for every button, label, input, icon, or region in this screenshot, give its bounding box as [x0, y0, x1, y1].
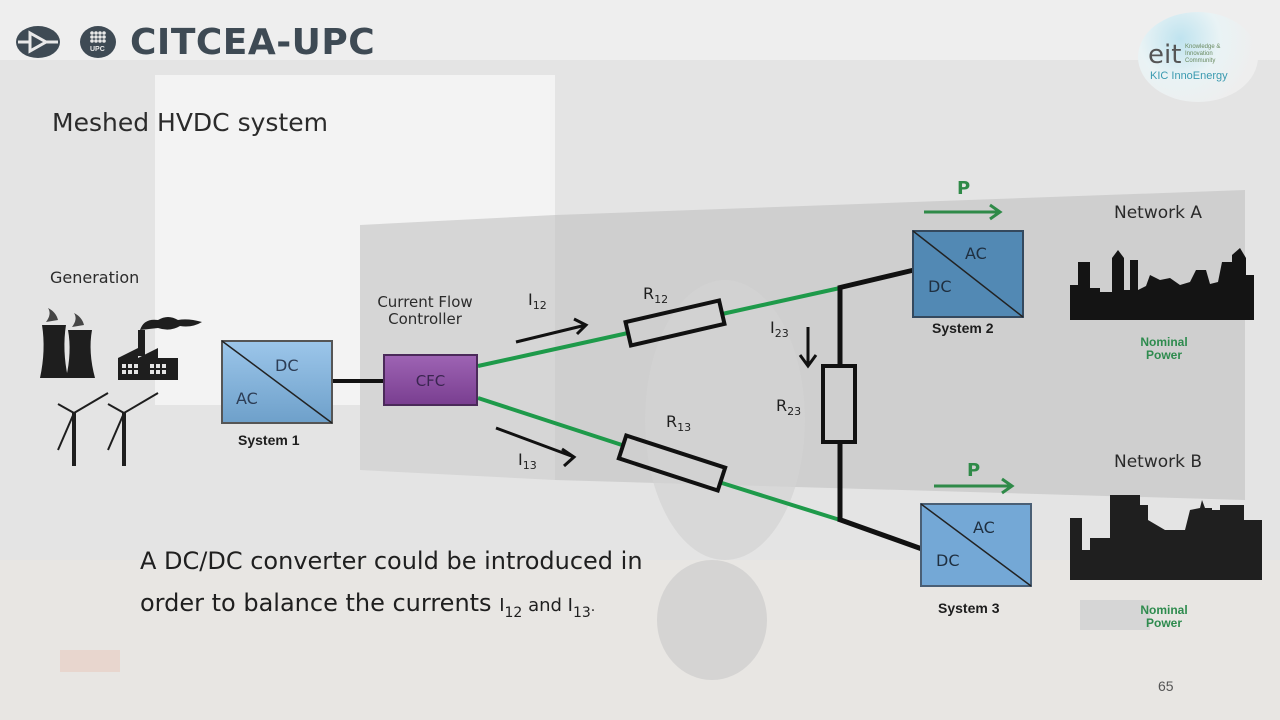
- network-b-nominal-power: Nominal Power: [1124, 604, 1204, 630]
- current-i23-label: I23: [770, 318, 789, 340]
- resistor-r12: [623, 298, 727, 348]
- upc-badge-text: UPC: [90, 46, 105, 53]
- power-label-a: P: [957, 178, 971, 199]
- arrow-i13: [495, 426, 577, 468]
- current-subscript: 13: [522, 459, 537, 473]
- current-i12-label: I12: [528, 290, 547, 312]
- upc-logo-icon: [80, 26, 116, 58]
- line-r13-bus3: [721, 481, 841, 522]
- current-subscript: 23: [774, 327, 789, 341]
- partner-logo: [1138, 12, 1258, 102]
- resistor-subscript: 13: [677, 421, 692, 435]
- current-subscript: 12: [532, 299, 547, 313]
- line-r12-bus2: [721, 286, 841, 316]
- system3-bottom-label: DC: [936, 551, 960, 570]
- current-subscript: 13: [572, 604, 591, 621]
- generation-label: Generation: [50, 268, 140, 287]
- current-i13-label: I13: [518, 450, 537, 472]
- network-a-label: Network A: [1114, 203, 1203, 223]
- system2-name: System 2: [932, 320, 994, 336]
- arrow-power-b: [934, 477, 1015, 495]
- slide-title: Meshed HVDC system: [52, 108, 328, 137]
- system2-converter-box[interactable]: [912, 230, 1024, 318]
- current-symbol: I: [770, 318, 775, 337]
- body-line-2-text: order to balance the currents: [140, 589, 500, 617]
- network-a-skyline-icon: [1070, 248, 1254, 320]
- resistor-r13: [616, 432, 728, 494]
- citcea-play-icon: [16, 26, 60, 58]
- network-a-nominal-power: Nominal Power: [1124, 336, 1204, 362]
- nominal-line1: Nominal: [1140, 603, 1188, 617]
- system1-converter-box[interactable]: [221, 340, 333, 424]
- resistor-r23: [821, 364, 857, 444]
- current-symbol: I: [567, 595, 573, 616]
- resistor-r23-label: R23: [776, 396, 801, 418]
- system2-top-label: AC: [965, 244, 987, 263]
- body-line-2-and: and: [522, 595, 568, 616]
- system3-name: System 3: [938, 600, 1000, 616]
- line-cfc-r13: [477, 396, 623, 447]
- presenter-silhouette: [645, 280, 805, 560]
- bus3-system3-line: [837, 516, 923, 552]
- nominal-line2: Power: [1145, 348, 1182, 362]
- cfc-caption-line1: Current Flow: [377, 293, 473, 311]
- current-symbol: I: [528, 290, 533, 309]
- arrow-i12: [515, 317, 589, 344]
- cfc-caption-line2: Controller: [388, 310, 462, 328]
- system3-converter-box[interactable]: [920, 503, 1032, 587]
- system1-bottom-label: AC: [236, 389, 258, 408]
- body-line-1: A DC/DC converter could be introduced in: [140, 547, 643, 575]
- network-b-label: Network B: [1114, 452, 1203, 472]
- cfc-caption: Current Flow Controller: [362, 294, 488, 328]
- system2-bottom-label: DC: [928, 277, 952, 296]
- eit-brand: eit: [1148, 40, 1182, 70]
- factory-icon: [118, 317, 202, 380]
- system3-top-label: AC: [973, 518, 995, 537]
- nominal-line1: Nominal: [1140, 335, 1188, 349]
- org-name: CITCEA-UPC: [130, 22, 376, 63]
- body-line-2-period: .: [590, 599, 596, 615]
- system1-top-label: DC: [275, 356, 299, 375]
- resistor-r12-label: R12: [643, 284, 668, 306]
- arrow-i23: [798, 327, 818, 369]
- cfc-box-label: CFC: [415, 372, 446, 390]
- resistor-symbol: R: [666, 412, 678, 431]
- nominal-line2: Power: [1145, 616, 1182, 630]
- wind-turbines-icon: [57, 392, 159, 466]
- current-symbol: I: [499, 595, 505, 616]
- resistor-subscript: 23: [787, 405, 802, 419]
- system1-name: System 1: [238, 432, 300, 448]
- cfc-box[interactable]: [383, 354, 478, 406]
- power-label-b: P: [967, 460, 981, 481]
- arrow-power-a: [924, 203, 1003, 221]
- page-number: 65: [1158, 678, 1174, 694]
- kic-innoenergy-label: KIC InnoEnergy: [1150, 70, 1228, 82]
- resistor-r13-label: R13: [666, 412, 691, 434]
- eit-tagline-line: Innovation: [1185, 51, 1213, 57]
- header-logos: [16, 26, 116, 58]
- line-cfc-r12: [477, 331, 629, 368]
- slide-body-text: A DC/DC converter could be introduced in…: [140, 540, 643, 634]
- resistor-subscript: 12: [654, 293, 669, 307]
- network-b-skyline-icon: [1070, 495, 1262, 580]
- bus2-system2-line: [837, 267, 915, 291]
- current-subscript: 12: [504, 604, 523, 621]
- current-symbol: I: [518, 450, 523, 469]
- eit-tagline-line: Knowledge &: [1185, 44, 1221, 50]
- resistor-symbol: R: [643, 284, 655, 303]
- body-line-2: order to balance the currents I12 and I1…: [140, 582, 643, 634]
- eit-tagline: Knowledge & Innovation Community: [1185, 44, 1220, 65]
- eit-tagline-line: Community: [1185, 58, 1216, 64]
- cooling-towers-icon: [40, 308, 95, 378]
- resistor-symbol: R: [776, 396, 788, 415]
